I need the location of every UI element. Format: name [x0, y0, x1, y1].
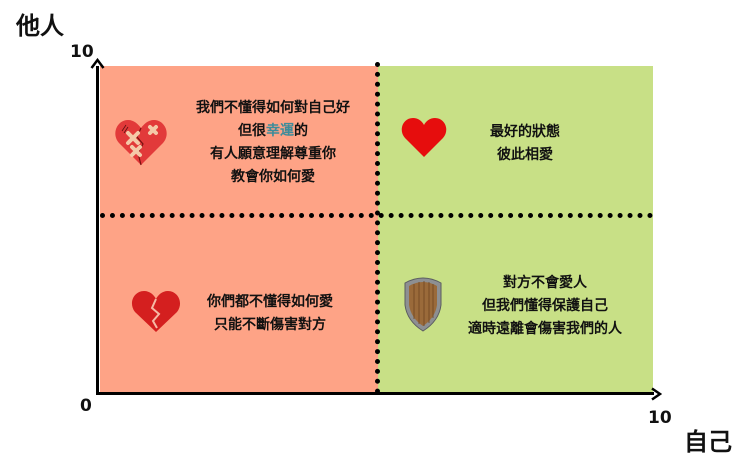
text-line: 最好的狀態: [490, 124, 560, 140]
vertical-divider: [375, 62, 380, 394]
broken-heart-icon: [131, 290, 181, 334]
quadrant-bottom-right-text: 對方不會愛人 但我們懂得保護自己 適時遠離會傷害我們的人: [460, 272, 630, 341]
text-segment: 的: [294, 123, 308, 139]
horizontal-divider: [100, 213, 653, 218]
origin-tick: 0: [80, 396, 92, 416]
y-axis: [96, 66, 99, 395]
x-axis: [96, 392, 654, 395]
text-line: 對方不會愛人: [503, 275, 587, 291]
shield-icon: [401, 275, 445, 333]
x-axis-arrow-icon: [650, 387, 662, 401]
text-line: 但我們懂得保護自己: [482, 298, 608, 314]
text-line: 但很幸運的: [178, 120, 368, 143]
text-line: 彼此相愛: [497, 147, 553, 163]
y-axis-arrow-icon: [90, 58, 105, 70]
quadrant-top-right-text: 最好的狀態 彼此相愛: [470, 121, 580, 167]
bandaged-heart-icon: [114, 117, 168, 167]
text-line: 我們不懂得如何對自己好: [196, 100, 350, 116]
text-line: 教會你如何愛: [231, 169, 315, 185]
text-line: 只能不斷傷害對方: [214, 317, 326, 333]
text-line: 你們都不懂得如何愛: [207, 294, 333, 310]
y-axis-max-tick: 10: [70, 42, 94, 62]
text-segment: 但很: [238, 123, 266, 139]
quadrant-top-left-text: 我們不懂得如何對自己好 但很幸運的 有人願意理解尊重你 教會你如何愛: [178, 97, 368, 189]
text-line: 適時遠離會傷害我們的人: [468, 321, 622, 337]
x-axis-max-tick: 10: [648, 408, 672, 428]
x-axis-label: 自己: [684, 428, 732, 456]
quadrant-bottom-left-text: 你們都不懂得如何愛 只能不斷傷害對方: [190, 291, 350, 337]
highlight-text: 幸運: [266, 123, 294, 139]
heart-icon: [401, 117, 447, 159]
y-axis-label: 他人: [16, 12, 64, 40]
text-line: 有人願意理解尊重你: [210, 146, 336, 162]
